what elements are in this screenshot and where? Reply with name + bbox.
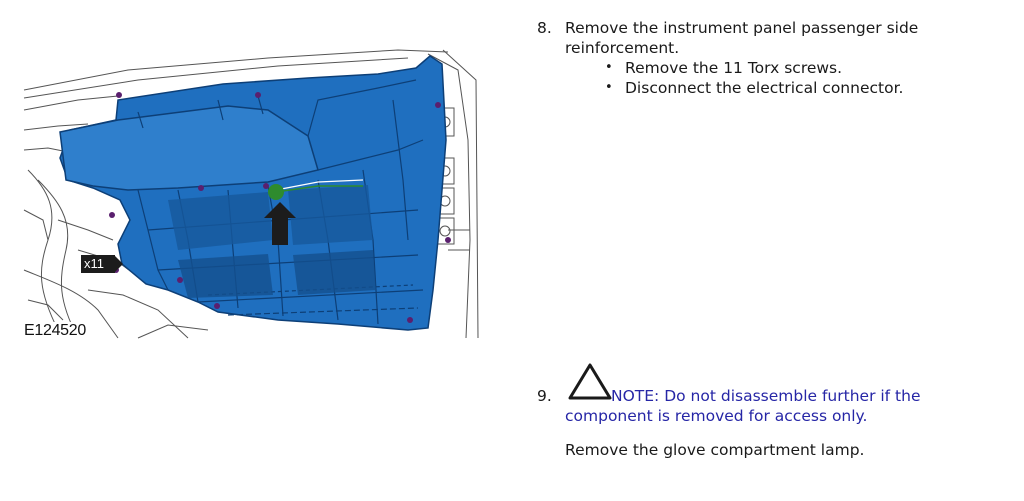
note-text: NOTE: Do not disassemble further if the … [565, 386, 995, 426]
screw-count-callout: x11 [81, 255, 123, 273]
step-action: Remove the glove compartment lamp. [565, 441, 865, 459]
step-number: 8. [537, 19, 552, 37]
step-8-bullets: Remove the 11 Torx screws. Disconnect th… [599, 58, 903, 98]
note-content: NOTE: Do not disassemble further if the … [565, 387, 921, 425]
figure-id: E124520 [22, 322, 88, 340]
step-number: 9. [537, 387, 552, 405]
electrical-connector [268, 184, 284, 200]
warning-triangle-icon [568, 363, 612, 400]
connector-arrow [264, 202, 296, 245]
bullet-item: Disconnect the electrical connector. [599, 78, 903, 98]
callout-label: x11 [84, 256, 104, 271]
step-text: Remove the instrument panel passenger si… [565, 19, 919, 57]
instrument-panel-diagram [23, 49, 479, 339]
illustration: x11 [18, 40, 480, 342]
bullet-item: Remove the 11 Torx screws. [599, 58, 903, 78]
